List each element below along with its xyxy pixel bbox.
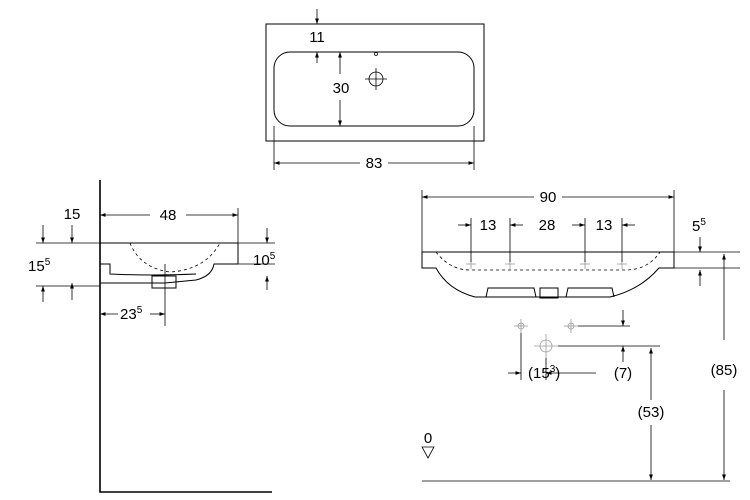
basin-side-profile	[100, 242, 239, 284]
side-waste-dimension: 235	[120, 305, 143, 323]
side-height-dimension: 155	[28, 257, 51, 275]
front-spacing-a: 13	[480, 217, 497, 234]
front-waste-offset: (153)	[528, 364, 560, 382]
front-spacing-b: 28	[539, 217, 556, 234]
side-rim-dimension: 105	[253, 251, 276, 269]
front-waste-height: (53)	[638, 404, 665, 421]
front-spacing-c: 13	[596, 217, 613, 234]
floor-level-label: 0	[424, 430, 432, 447]
side-projection-dimension: 48	[160, 207, 177, 224]
tap-hole-icon	[365, 52, 387, 90]
front-view: 90 13 28 13 55 (85) 0	[421, 189, 740, 482]
front-drop-dimension: (7)	[614, 365, 632, 382]
front-total-height: (85)	[711, 362, 738, 379]
fixing-points	[466, 259, 627, 269]
bowl-outline-top	[273, 51, 475, 127]
top-depth-dimension: 30	[333, 80, 350, 97]
top-width-dimension: 83	[366, 155, 383, 172]
top-view: 11 30 83	[265, 9, 485, 172]
floor-level-icon	[421, 446, 435, 459]
basin-outline-top	[265, 23, 485, 142]
basin-front-profile	[421, 251, 675, 298]
side-top-dimension: 15	[64, 206, 81, 223]
side-view: 15 155 48 105 235	[28, 180, 276, 493]
front-width-dimension: 90	[540, 189, 557, 206]
waste-position-icon	[514, 319, 578, 358]
front-rim-dimension: 55	[692, 217, 706, 235]
top-rim-dimension: 11	[309, 29, 325, 46]
waste-side	[151, 275, 177, 289]
wall-line	[99, 180, 272, 493]
